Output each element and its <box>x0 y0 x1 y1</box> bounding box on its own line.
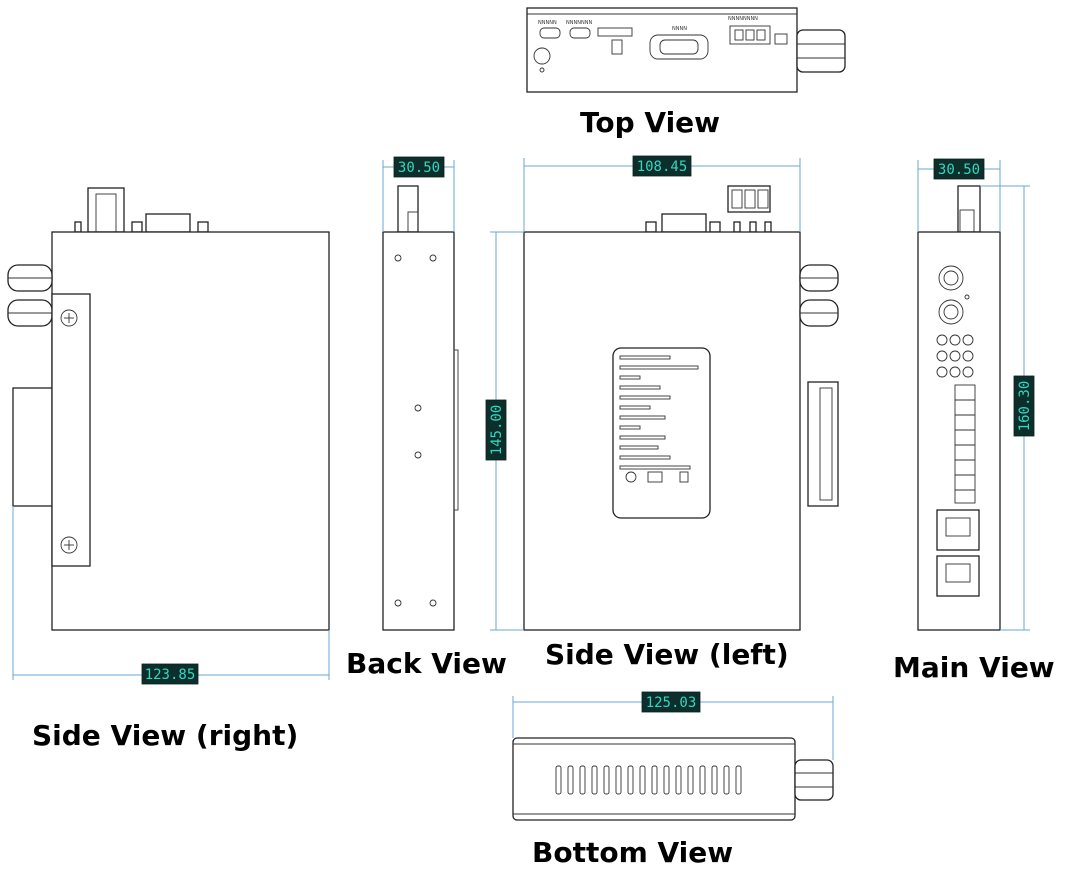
top-view-label: Top View <box>580 106 720 139</box>
bottom-width-value: 125.03 <box>646 695 697 711</box>
side-view-left-width-dimension: 108.45 <box>523 155 801 232</box>
back-view-drawing <box>382 185 459 631</box>
side-view-left-label: Side View (left) <box>545 638 789 671</box>
svg-text:NNNNNNNN: NNNNNNNN <box>728 16 758 22</box>
main-view-height-dimension: 160.30 <box>980 185 1035 631</box>
back-view-label: Back View <box>346 647 507 680</box>
main-height-value: 160.30 <box>1017 381 1033 432</box>
bottom-view-label: Bottom View <box>532 836 733 869</box>
side-left-width-value: 108.45 <box>637 159 688 175</box>
back-view-width-dimension: 30.50 <box>382 156 455 232</box>
main-view-width-dimension: 30.50 <box>917 158 1001 232</box>
svg-text:NNNNN: NNNNN <box>538 20 557 26</box>
bottom-view-width-dimension: 125.03 <box>512 691 834 760</box>
back-width-value: 30.50 <box>398 160 440 176</box>
side-left-height-value: 145.00 <box>489 405 505 456</box>
svg-text:NNNNNNN: NNNNNNN <box>566 20 592 26</box>
main-view-drawing <box>917 185 1001 631</box>
side-view-right-width-dimension: 123.85 <box>12 506 330 685</box>
bottom-view-drawing <box>512 737 834 821</box>
side-view-right-label: Side View (right) <box>32 719 298 752</box>
svg-text:NNNN: NNNN <box>672 26 687 32</box>
main-view-label: Main View <box>893 651 1055 684</box>
side-view-right-drawing <box>7 187 330 631</box>
main-width-value: 30.50 <box>938 162 980 178</box>
side-view-left-drawing <box>523 185 839 631</box>
side-view-left-height-dimension: 145.00 <box>485 231 524 631</box>
top-view-drawing: NNNNN NNNNNNN NNNN NNNNNNNN <box>526 7 846 93</box>
side-right-width-value: 123.85 <box>145 667 196 683</box>
